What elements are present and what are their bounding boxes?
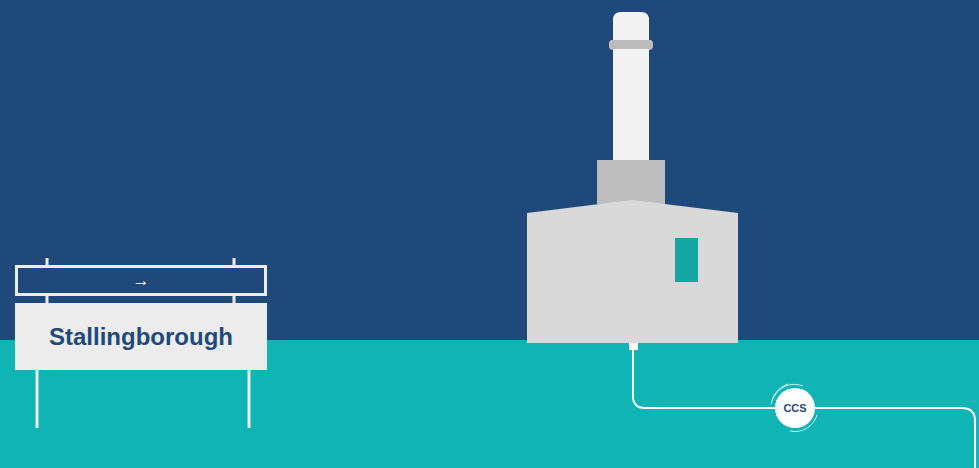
node-text: CCS [783, 402, 806, 414]
place-name-sign: Stallingborough [15, 303, 267, 370]
ccs-swirl [771, 384, 817, 432]
chimney-base [597, 160, 665, 204]
node-text: → [133, 271, 150, 291]
sign-post [248, 369, 251, 428]
node-text: Stallingborough [49, 323, 233, 351]
chimney-band [609, 40, 653, 50]
building-window [675, 238, 698, 282]
sky-background [0, 0, 979, 340]
direction-board: → [15, 265, 267, 296]
pipe-outlet [629, 343, 638, 350]
power-station-building [527, 200, 738, 343]
co2-pipeline [815, 408, 975, 468]
chimney-band [609, 40, 653, 49]
co2-pipeline [633, 350, 775, 408]
ccs-circle: CCS [775, 388, 815, 428]
chimney [613, 12, 649, 160]
sign-post [36, 369, 39, 428]
